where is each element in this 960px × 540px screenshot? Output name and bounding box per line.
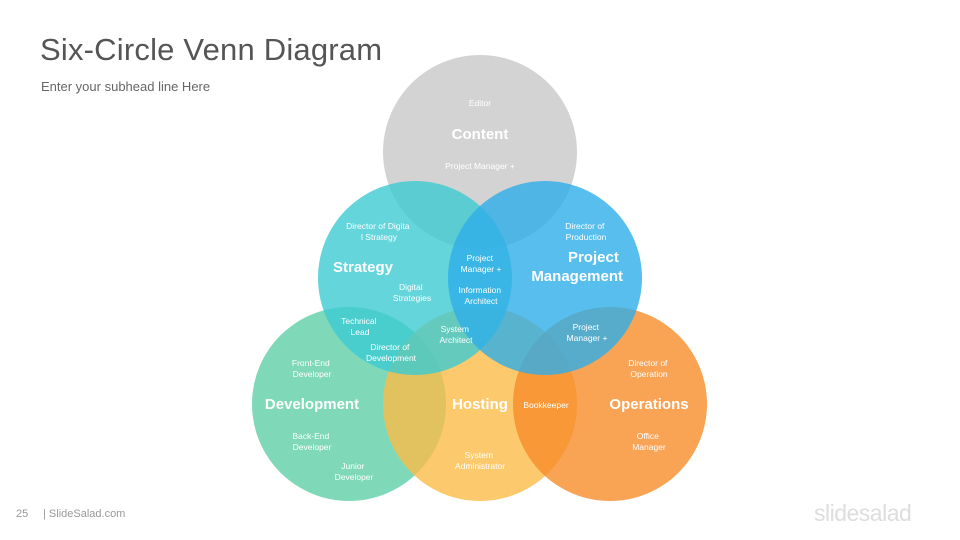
overlap-director-development: Director of Development [366, 342, 417, 363]
slide-title: Six-Circle Venn Diagram [40, 32, 383, 67]
overlap-information-architect: Information Architect [459, 285, 504, 306]
overlap-system-architect: System Architect [439, 324, 473, 345]
hosting-role-system-admin: System Administrator [455, 450, 505, 471]
strategy-role-director: Director of Digita l Strategy [346, 221, 412, 242]
footer-site-link[interactable]: | SlideSalad.com [43, 508, 126, 520]
pm-label-line: Management [531, 268, 623, 285]
overlap-system-architect-line: System [441, 324, 469, 334]
overlap-technical-lead-line: Lead [351, 327, 370, 337]
operations-role-director-line: Director of [628, 358, 668, 368]
development-role-back-end-line: Back-End [292, 431, 329, 441]
strategy-label: Strategy [333, 259, 394, 276]
slide-subtitle: Enter your subhead line Here [41, 79, 211, 94]
overlap-bookkeeper: Bookkeeper [523, 400, 569, 410]
development-role-back-end: Back-End Developer [292, 431, 331, 452]
strategy-role-digital-strategies-line: Strategies [393, 293, 431, 303]
pm-role-director-line: Director of [565, 221, 605, 231]
operations-role-office-manager: Office Manager [632, 431, 666, 452]
overlap-director-development-line: Director of [370, 342, 410, 352]
overlap-information-architect-line: Architect [464, 296, 498, 306]
operations-role-director: Director of Operation [628, 358, 670, 379]
operations-label: Operations [609, 396, 688, 413]
content-role-editor: Editor [469, 98, 491, 108]
development-role-junior-line: Developer [335, 472, 374, 482]
development-label: Development [265, 396, 359, 413]
hosting-role-system-admin-line: Administrator [455, 461, 505, 471]
pm-role-director-line: Production [566, 232, 607, 242]
page-number: 25 [16, 508, 29, 520]
overlap-director-development-line: Development [366, 353, 417, 363]
operations-role-director-line: Operation [630, 369, 668, 379]
development-role-junior: Junior Developer [335, 461, 374, 482]
overlap-technical-lead: Technical Lead [341, 316, 379, 337]
development-role-junior-line: Junior [341, 461, 364, 471]
hosting-label: Hosting [452, 396, 508, 413]
development-role-back-end-line: Developer [293, 442, 332, 452]
strategy-role-director-line: l Strategy [361, 232, 398, 242]
development-role-front-end-line: Front-End [292, 358, 330, 368]
strategy-role-digital-strategies: Digital Strategies [393, 282, 431, 303]
development-role-front-end: Front-End Developer [292, 358, 332, 379]
content-label: Content [452, 126, 509, 143]
pm-label: Project Management [531, 249, 623, 285]
hosting-role-system-admin-line: System [465, 450, 493, 460]
operations-role-office-manager-line: Office [637, 431, 659, 441]
circle-project-management [448, 181, 642, 375]
overlap-pm-operations: Project Manager + [567, 322, 608, 343]
slidesalad-logo: slidesalad [814, 500, 912, 526]
strategy-role-director-line: Director of Digita [346, 221, 410, 231]
overlap-pm-operations-line: Manager + [567, 333, 608, 343]
overlap-pm-operations-line: Project [573, 322, 600, 332]
overlap-project-manager-line: Manager + [461, 264, 502, 274]
overlap-project-manager-line: Project [467, 253, 494, 263]
overlap-project-manager: Project Manager + [461, 253, 502, 274]
strategy-role-digital-strategies-line: Digital [399, 282, 423, 292]
overlap-information-architect-line: Information [459, 285, 502, 295]
overlap-system-architect-line: Architect [439, 335, 473, 345]
pm-label-line: Project [568, 249, 619, 266]
development-role-front-end-line: Developer [293, 369, 332, 379]
content-role-project-manager: Project Manager + [445, 161, 515, 171]
overlap-technical-lead-line: Technical [341, 316, 377, 326]
pm-role-director: Director of Production [565, 221, 607, 242]
operations-role-office-manager-line: Manager [632, 442, 666, 452]
